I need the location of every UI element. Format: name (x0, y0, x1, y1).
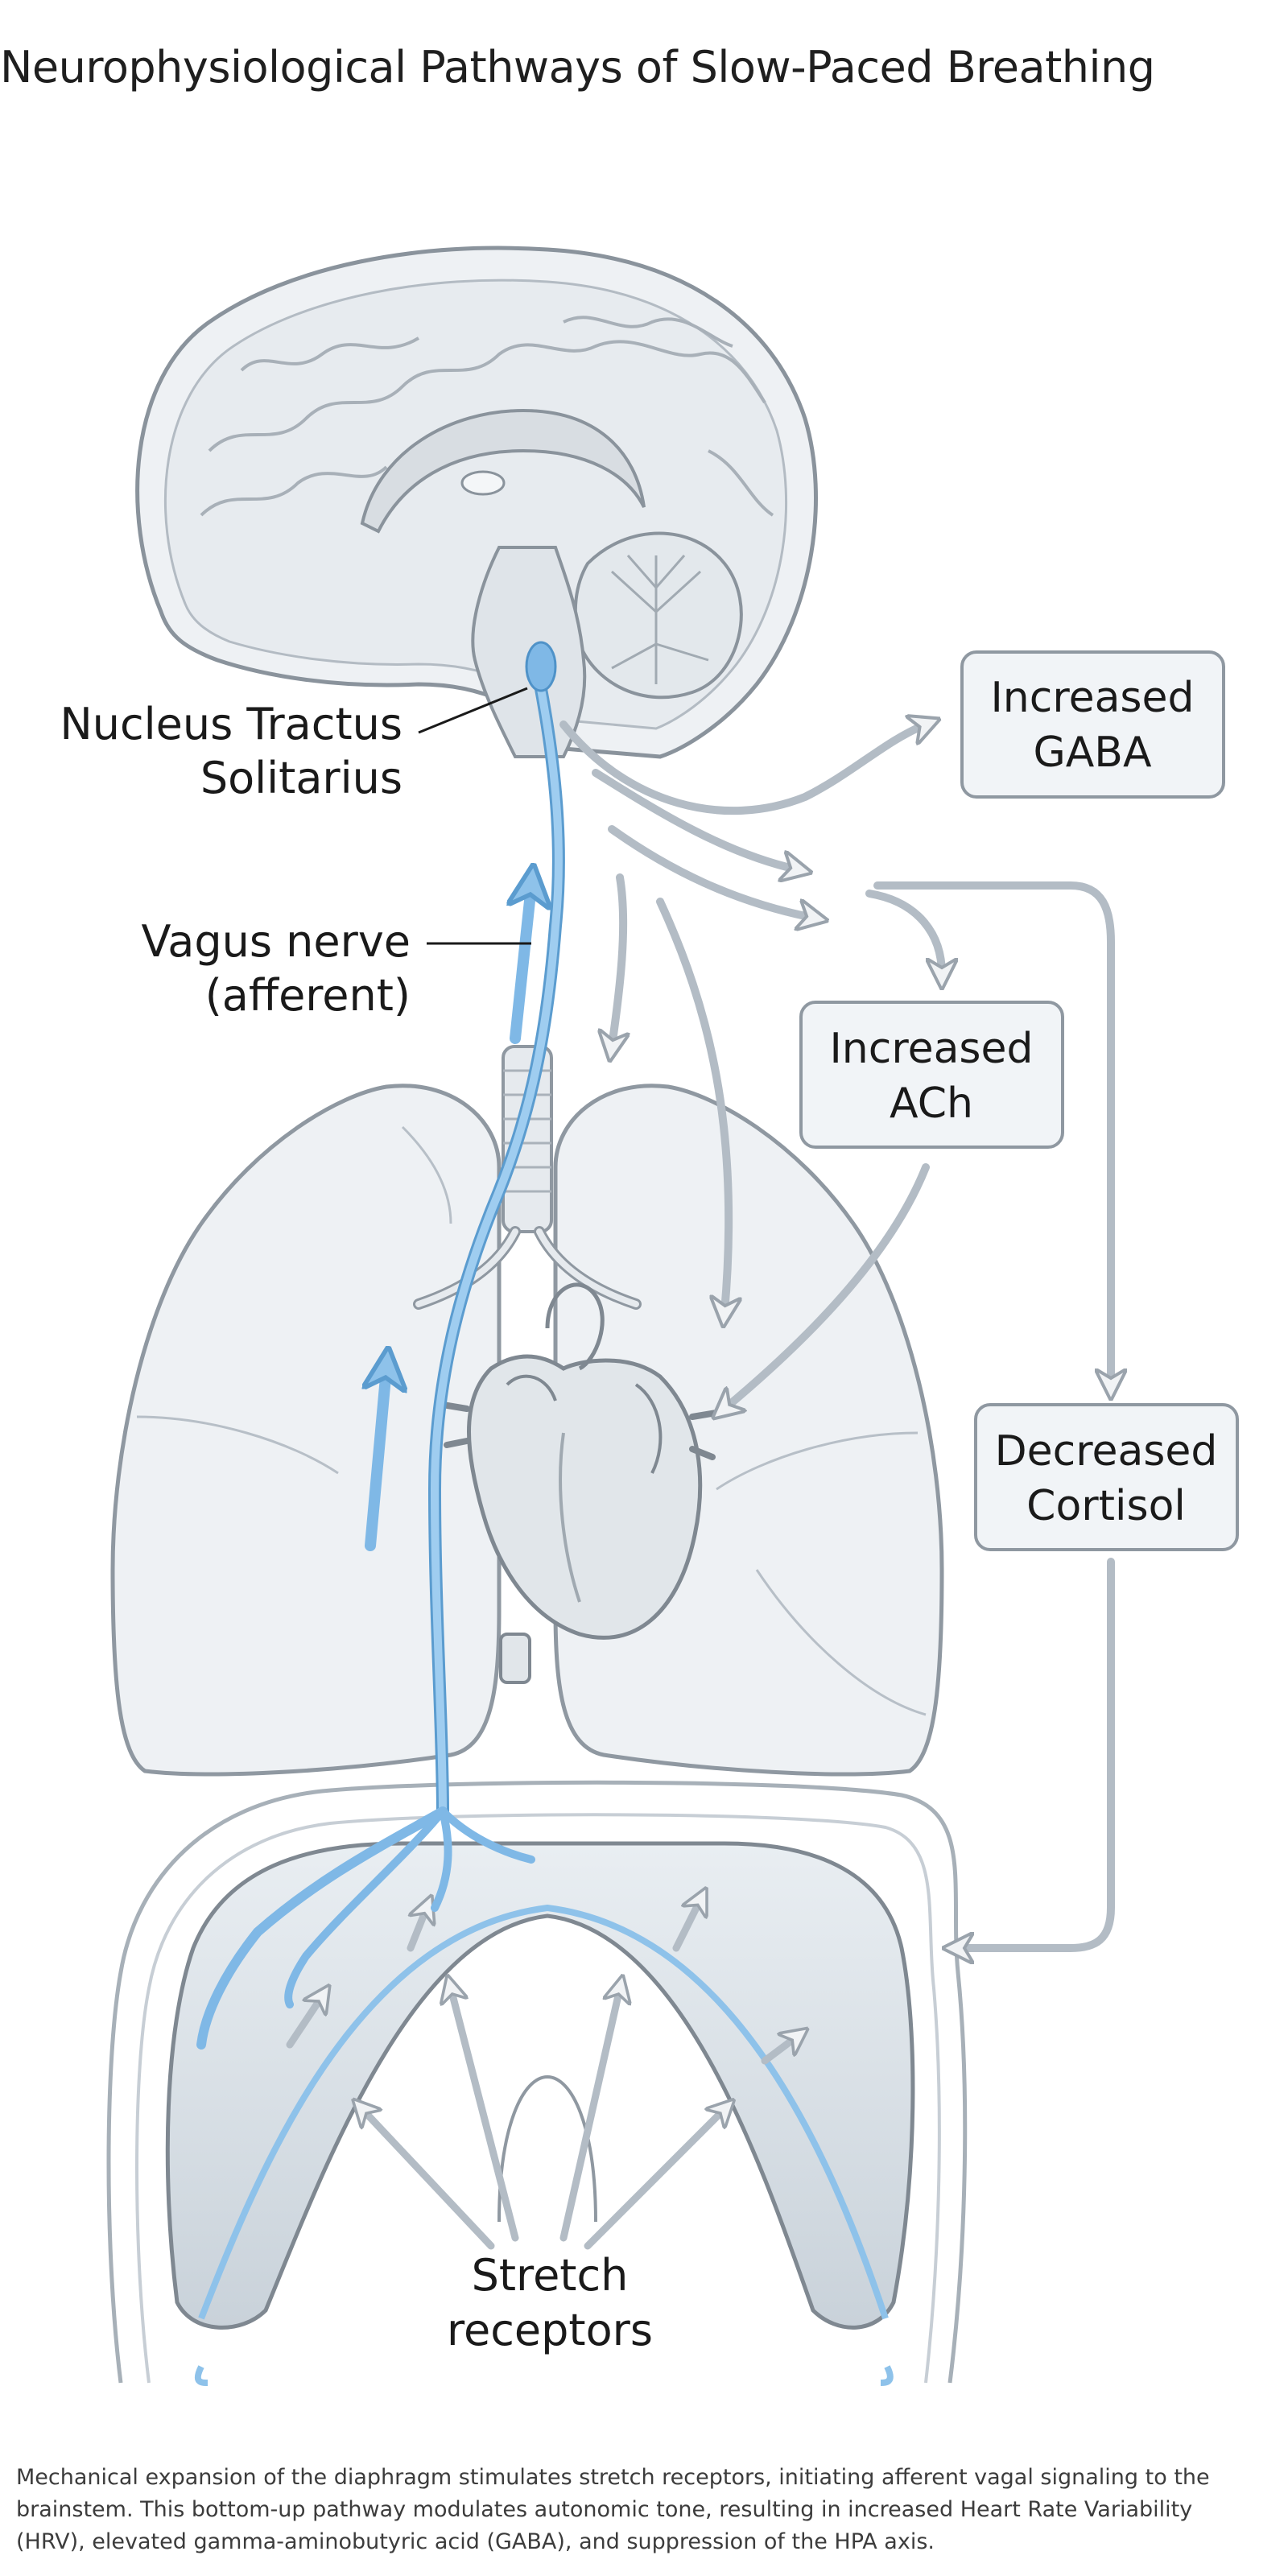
gaba-box-line1: Increased (990, 674, 1194, 722)
cortisol-box-line2: Cortisol (1026, 1482, 1186, 1530)
arrow-cortisol-to-diaphragm (958, 1558, 1115, 1948)
stretch-receptor-arrows (286, 1900, 797, 2250)
leader-lines (418, 687, 531, 945)
cortisol-box-line1: Decreased (995, 1427, 1218, 1476)
arrow-to-heart-1 (656, 898, 729, 1312)
stretch-label-line2: receptors (447, 2305, 653, 2355)
cortisol-box: Decreased Cortisol (974, 1403, 1239, 1551)
receptor-arrow (672, 1900, 700, 1952)
afferent-arrow (370, 1368, 386, 1551)
receptor-arrow (286, 1996, 322, 2049)
heart-illustration (440, 1282, 720, 1684)
receptor-arrow (584, 2109, 724, 2250)
gaba-box-line2: GABA (1033, 729, 1152, 777)
stretch-label-line1: Stretch (472, 2250, 629, 2301)
page-title: Neurophysiological Pathways of Slow-Pace… (0, 42, 1155, 93)
ach-box-line2: ACh (890, 1080, 973, 1128)
receptor-arrow (407, 1908, 427, 1952)
figure-caption: Mechanical expansion of the diaphragm st… (16, 2465, 1210, 2554)
arrow-to-lungs (612, 873, 623, 1046)
lungs-illustration (110, 1045, 944, 1777)
nts-label: Nucleus Tractus Solitarius (60, 699, 402, 803)
nts-node (525, 641, 557, 692)
efferent-arrows (559, 724, 1115, 1948)
nts-label-line1: Nucleus Tractus (60, 699, 402, 749)
nts-label-line2: Solitarius (200, 753, 402, 803)
afferent-arrow (515, 886, 531, 1044)
receptor-arrow (559, 1988, 620, 2242)
brain-illustration (135, 246, 818, 759)
vagus-label-line2: (afferent) (205, 970, 411, 1021)
arrow-ach-to-heart (724, 1163, 930, 1409)
nts-leader-line (418, 687, 528, 734)
receptor-arrow (362, 2109, 495, 2250)
arrow-to-ach (865, 890, 942, 974)
vagus-nerve (196, 641, 565, 2050)
vagus-label: Vagus nerve (afferent) (142, 916, 411, 1021)
receptor-arrow (451, 1988, 519, 2242)
ach-box-line1: Increased (829, 1025, 1033, 1073)
vagus-label-line1: Vagus nerve (142, 916, 411, 967)
diaphragm-illustration (106, 1780, 968, 2386)
gaba-box: Increased GABA (960, 650, 1225, 799)
arrow-to-cortisol (873, 881, 1111, 1385)
ach-box: Increased ACh (799, 1001, 1064, 1149)
arrow-to-junction-1 (592, 769, 797, 869)
arrow-to-junction-2 (608, 825, 813, 918)
receptor-arrow (761, 2037, 797, 2065)
arrow-to-gaba (559, 724, 926, 815)
stretch-receptors-label: Stretch receptors (447, 2250, 653, 2355)
